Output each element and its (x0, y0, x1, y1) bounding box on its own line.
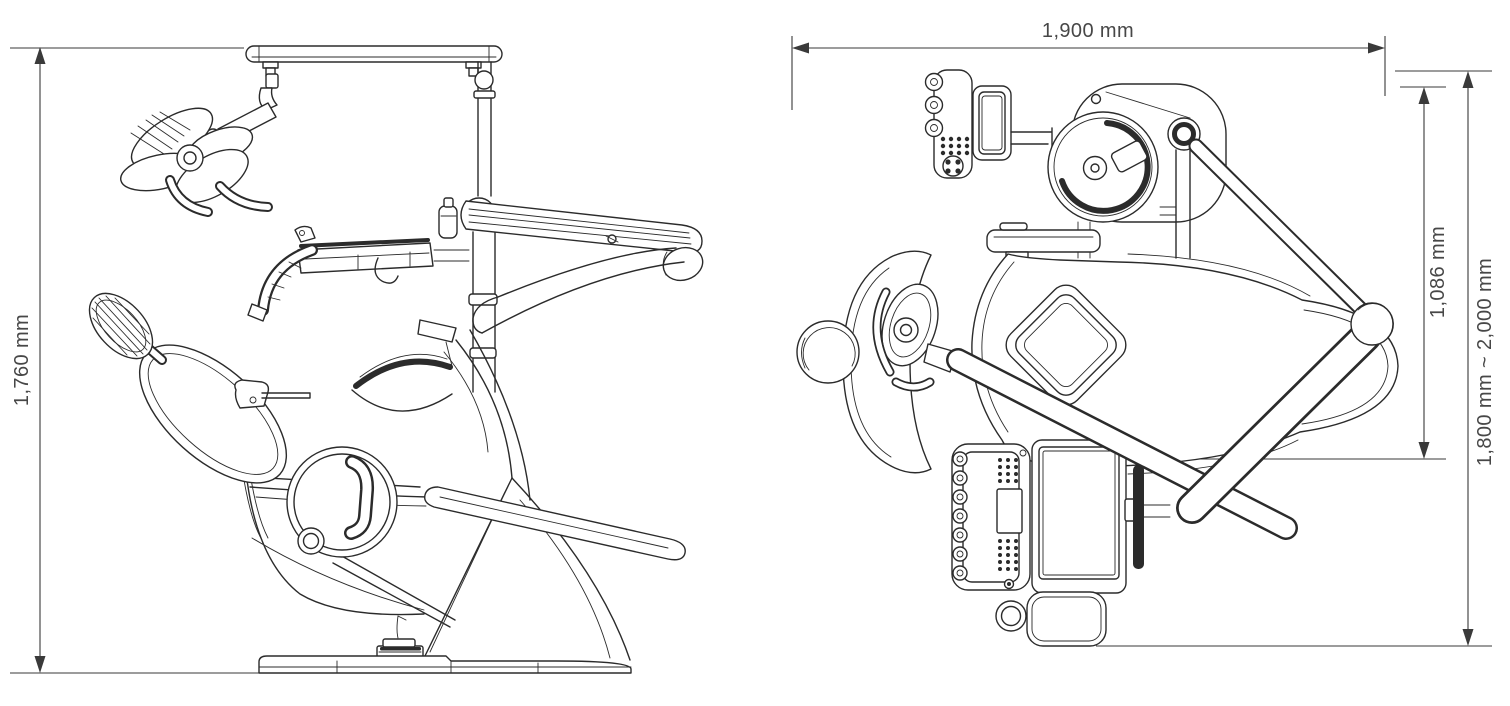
doctor-console (951, 439, 1171, 647)
pivot-arm-upper (1188, 138, 1394, 346)
arrowhead-up-icon (1462, 71, 1474, 88)
hatch-lines (91, 295, 151, 357)
dental-light-top (872, 283, 957, 392)
bowl-rim (1059, 120, 1151, 214)
depth-inner-label: 1,086 mm (1427, 226, 1449, 318)
light-support-arm-top (946, 348, 1298, 540)
cuspidor-ring (286, 446, 398, 558)
light-handles (165, 175, 273, 217)
joystick-dots (945, 159, 961, 174)
dimension-depth-inner: 1,086 mm (1105, 86, 1449, 460)
arrowhead-right-icon (1368, 42, 1385, 54)
handpiece-whip (247, 244, 318, 322)
dimension-side-height: 1,760 mm (10, 47, 631, 674)
hatch-lines (130, 111, 191, 155)
assistant-display (972, 85, 1053, 161)
foot-pedal (376, 615, 424, 658)
headrest-top (796, 320, 860, 384)
arrowhead-left-icon (792, 42, 809, 54)
cuspidor-bowl (351, 319, 457, 412)
console-keypad (996, 449, 1027, 590)
arrowhead-up-icon (1418, 87, 1430, 104)
side-view (88, 45, 704, 674)
handle-bar (1124, 465, 1171, 569)
side-height-label: 1,760 mm (11, 314, 33, 406)
headrest (88, 292, 167, 365)
depth-overall-label: 1,800 mm ~ 2,000 mm (1474, 258, 1496, 466)
legrest (424, 486, 686, 561)
support-pole (468, 61, 498, 393)
top-width-label: 1,900 mm (1042, 20, 1134, 42)
instrument-tray (247, 197, 470, 322)
dimension-depth-overall: 1,800 mm ~ 2,000 mm (1096, 70, 1496, 647)
base-plate (258, 655, 632, 674)
cup-tray (995, 591, 1107, 647)
button-grid (940, 136, 970, 156)
monitor-tray (1031, 439, 1127, 594)
delivery-arm (460, 197, 704, 334)
seat-cushion-top (1005, 284, 1127, 406)
arrowhead-down-icon (1418, 442, 1430, 459)
tray-hook (374, 257, 399, 284)
elbow-joint (1350, 302, 1394, 346)
dimension-top-width: 1,900 mm (791, 20, 1386, 110)
arrowhead-down-icon (1462, 629, 1474, 646)
handpiece-holders (952, 451, 968, 581)
cuspidor-top (1047, 111, 1159, 223)
armrest (234, 379, 311, 409)
pivot-arm-lower (1176, 320, 1382, 524)
water-bottle (438, 197, 458, 239)
top-view (796, 69, 1399, 647)
ceiling-rail (245, 45, 503, 77)
arrowhead-up-icon (34, 47, 46, 64)
arrowhead-down-icon (34, 656, 46, 673)
instrument-holder (924, 69, 973, 179)
patient-chair (88, 292, 686, 674)
dental-light (120, 107, 273, 217)
support-column-top (1159, 117, 1201, 259)
